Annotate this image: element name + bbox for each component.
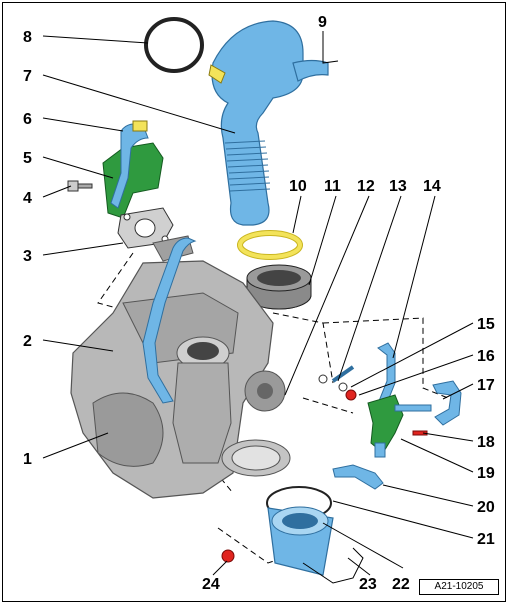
callout-14: 14 xyxy=(423,178,441,195)
exhaust-flange-pipe xyxy=(266,486,334,576)
callout-17: 17 xyxy=(477,377,495,394)
callout-11: 11 xyxy=(324,178,341,195)
callout-13: 13 xyxy=(389,178,407,195)
callout-20: 20 xyxy=(477,499,495,516)
callout-16: 16 xyxy=(477,348,495,365)
callout-23: 23 xyxy=(359,576,377,593)
callout-1: 1 xyxy=(23,451,32,468)
callout-15: 15 xyxy=(477,316,495,333)
pipe-hardware xyxy=(318,365,357,401)
callout-3: 3 xyxy=(23,248,32,265)
callout-24: 24 xyxy=(202,576,220,593)
bolt-24 xyxy=(221,549,235,563)
callout-8: 8 xyxy=(23,29,32,46)
intake-seal xyxy=(246,264,312,310)
return-hose xyxy=(332,464,384,490)
callout-5: 5 xyxy=(23,150,32,167)
callout-6: 6 xyxy=(23,111,32,128)
vacuum-hose xyxy=(432,380,462,426)
bracket-with-oil-line xyxy=(102,120,164,219)
callout-7: 7 xyxy=(23,68,32,85)
callout-10: 10 xyxy=(289,178,307,195)
hose-clamp xyxy=(237,230,303,260)
coolant-pipe xyxy=(142,237,197,404)
control-valve xyxy=(367,394,432,458)
callout-labels: 1 2 3 4 5 6 7 8 9 10 11 12 13 14 15 16 1… xyxy=(23,14,495,593)
callout-12: 12 xyxy=(357,178,375,195)
air-intake-hose xyxy=(208,20,329,226)
flange-gasket xyxy=(117,207,174,249)
callout-4: 4 xyxy=(23,190,32,207)
callout-18: 18 xyxy=(477,434,495,451)
leader-lines xyxy=(42,31,474,576)
callout-2: 2 xyxy=(23,333,32,350)
o-ring-seal xyxy=(144,17,204,73)
retaining-clip xyxy=(302,547,364,584)
turbocharger-housing xyxy=(70,235,291,499)
callout-22: 22 xyxy=(392,576,410,593)
vent-hose xyxy=(377,342,396,404)
exploded-turbocharger-diagram: 1 2 3 4 5 6 7 8 9 10 11 12 13 14 15 16 1… xyxy=(23,14,495,593)
figure-reference-code: A21-10205 xyxy=(419,579,499,595)
bracket-bolt xyxy=(67,180,93,192)
callout-19: 19 xyxy=(477,465,495,482)
callout-9: 9 xyxy=(318,14,327,31)
callout-21: 21 xyxy=(477,531,495,548)
